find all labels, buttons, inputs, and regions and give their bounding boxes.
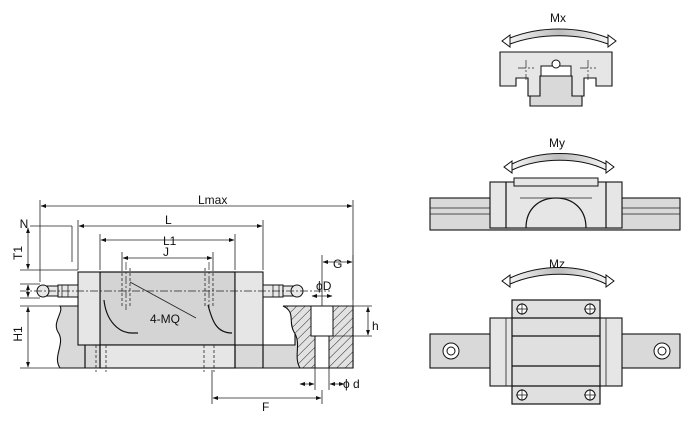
label-mx: Mx: [550, 11, 566, 25]
label-g: G: [333, 257, 342, 271]
end-cap-left: [77, 271, 101, 346]
label-phi-d-lower: ϕ d: [343, 377, 360, 391]
my-block: [489, 181, 623, 229]
label-j: J: [163, 245, 169, 259]
label-l: L: [165, 213, 172, 227]
label-lmax: Lmax: [198, 193, 227, 207]
label-n: N: [20, 217, 29, 231]
my-view: My: [429, 136, 681, 231]
label-l1: L1: [163, 234, 177, 248]
label-phi-d-upper: ϕD: [316, 279, 332, 293]
block-body: [99, 271, 236, 346]
grease-nipple-left: [36, 284, 79, 298]
label-f: F: [262, 400, 269, 414]
label-my: My: [549, 136, 565, 150]
end-cap-right: [234, 271, 264, 346]
label-mz: Mz: [549, 257, 565, 271]
mz-bolt-holes: [516, 303, 596, 401]
mx-view: Mx: [499, 11, 617, 107]
label-t1: T1: [11, 246, 25, 260]
label-h1: H1: [11, 326, 25, 342]
label-4-mq: 4-MQ: [150, 312, 180, 326]
front-section-view: Lmax L L1 J N T1 H1 G ϕD h ϕ d F 4-MQ: [11, 193, 379, 414]
mz-view: Mz: [429, 257, 681, 405]
label-h: h: [372, 319, 379, 333]
